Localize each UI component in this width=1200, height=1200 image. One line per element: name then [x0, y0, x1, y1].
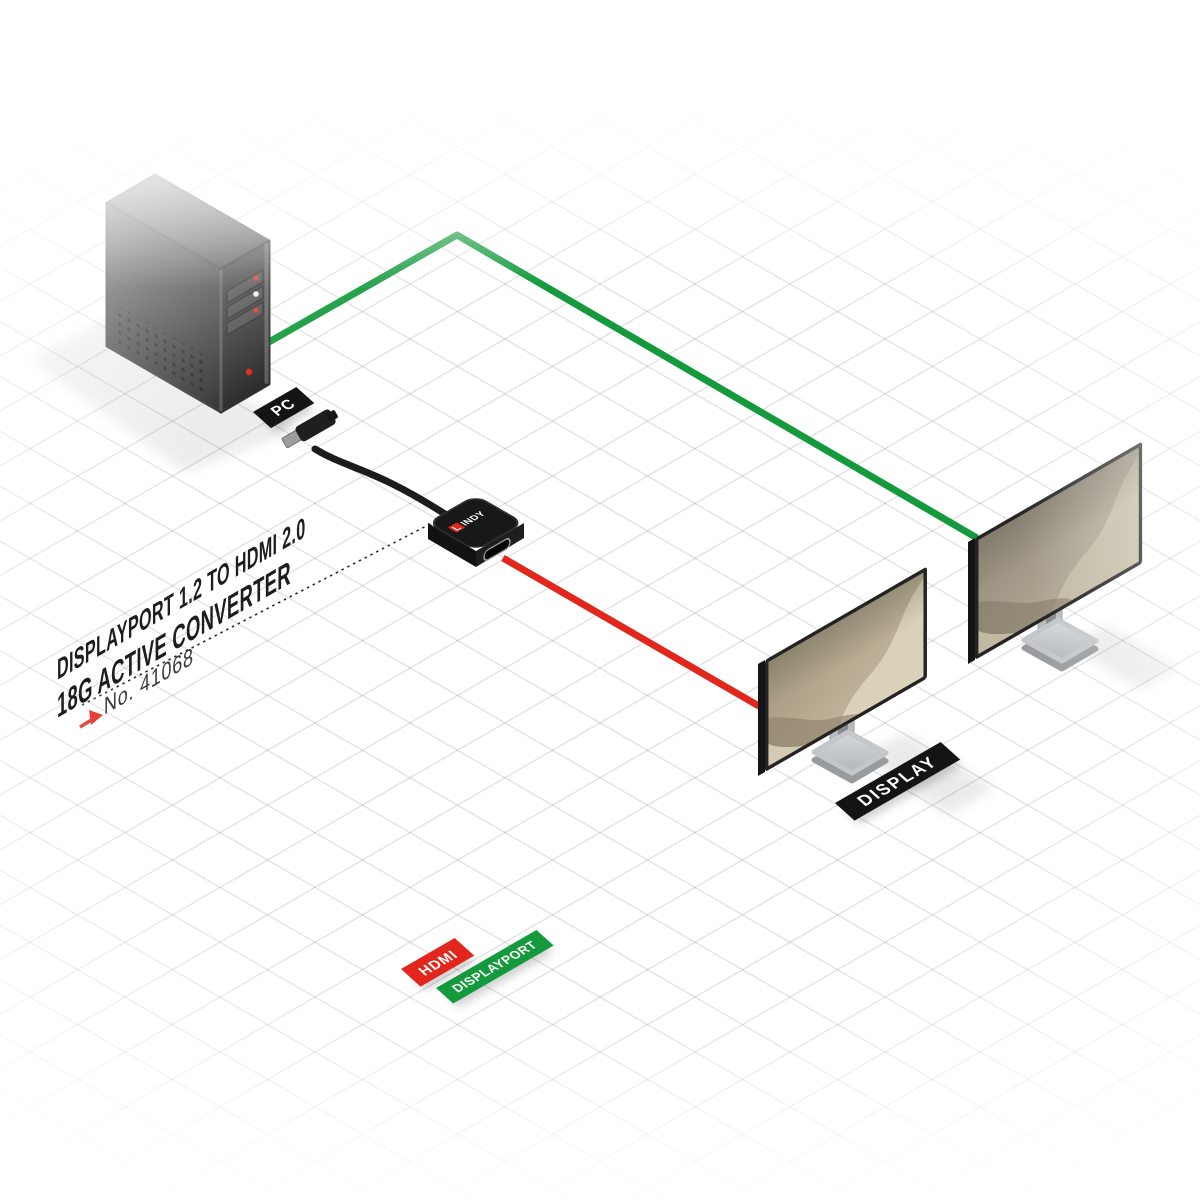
hdmi-cable-line [501, 554, 766, 713]
pc-bay-led [253, 275, 259, 281]
red-arrow-icon [79, 710, 103, 729]
monitor-2-edge [968, 538, 975, 664]
converter: L INDY [428, 498, 524, 567]
pc-bay-button [253, 291, 259, 297]
monitor-1-edge [758, 660, 765, 776]
pc-bay-led [253, 307, 259, 313]
pc-power-led [245, 368, 253, 376]
